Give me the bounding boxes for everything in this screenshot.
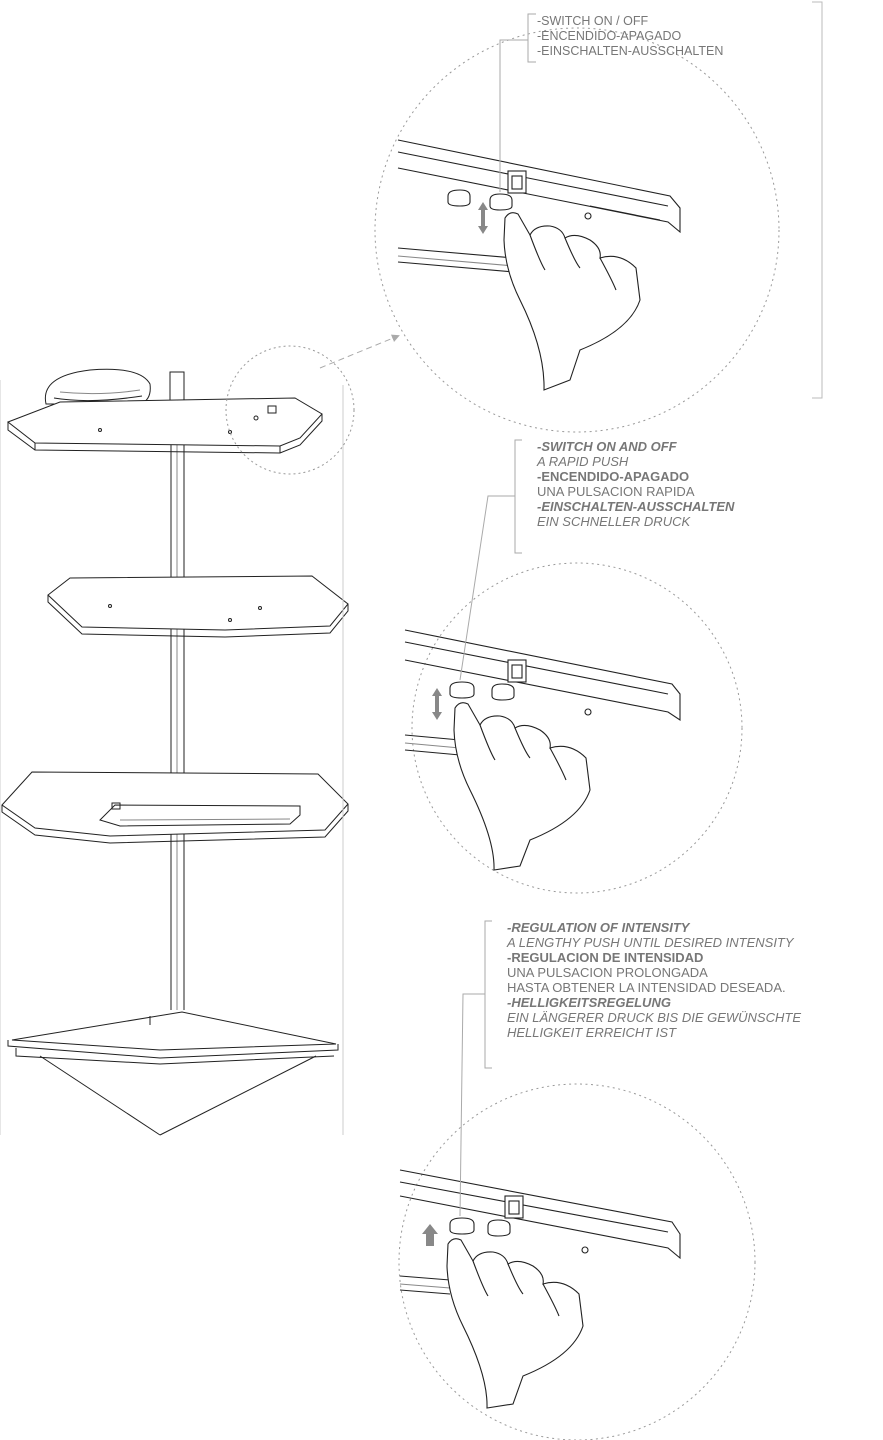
bracket-top: [812, 1, 823, 399]
detail-circle-2: [404, 562, 743, 894]
callout-middle-spanish-text: UNA PULSACION RAPIDA: [537, 484, 695, 499]
callout-bottom-spanish-text-1: UNA PULSACION PROLONGADA: [507, 965, 708, 980]
callout-middle-spanish-title: -ENCENDIDO-APAGADO: [537, 469, 690, 484]
shelf-third: [1, 771, 349, 844]
shelf-tower: [0, 368, 349, 1136]
callout-middle-german-text: EIN SCHNELLER DRUCK: [537, 514, 691, 529]
callout-bottom-german-title: -HELLIGKEITSREGELUNG: [507, 995, 671, 1010]
callout-middle-german-title: -EINSCHALTEN-AUSSCHALTEN: [537, 499, 735, 514]
callout-bottom-spanish-text-2: HASTA OBTENER LA INTENSIDAD DESEADA.: [507, 980, 786, 995]
callout-bottom: -REGULATION OF INTENSITY A LENGTHY PUSH …: [507, 920, 801, 1040]
lamp-dome: [44, 368, 151, 405]
callout-middle-english-text: A RAPID PUSH: [537, 454, 629, 469]
shelf-base: [7, 1011, 339, 1136]
push-arrow-1: [478, 202, 488, 234]
leader-lines: [459, 13, 536, 1217]
push-arrow-2: [432, 688, 442, 720]
callout-bottom-german-text-2: HELLIGKEIT ERREICHT IST: [507, 1025, 677, 1040]
detail-circle-1: [374, 27, 780, 433]
callout-top-line-1: -SWITCH ON / OFF: [537, 14, 649, 28]
callout-bottom-spanish-title: -REGULACION DE INTENSIDAD: [507, 950, 704, 965]
callout-middle-english-title: -SWITCH ON AND OFF: [537, 439, 677, 454]
push-arrow-3: [422, 1224, 438, 1246]
detail-circle-3: [398, 1083, 756, 1440]
callout-top: -SWITCH ON / OFF -ENCENDIDO-APAGADO -EIN…: [537, 14, 723, 59]
callout-top-line-2: -ENCENDIDO-APAGADO: [537, 29, 682, 43]
shelf-top: [6, 397, 323, 454]
callout-bottom-german-text-1: EIN LÄNGERER DRUCK BIS DIE GEWÜNSCHTE: [507, 1010, 801, 1025]
callout-top-line-3: -EINSCHALTEN-AUSSCHALTEN: [537, 44, 724, 58]
callout-bottom-english-title: -REGULATION OF INTENSITY: [507, 920, 690, 935]
detail-indicator: [225, 334, 400, 475]
shelf-second: [47, 575, 349, 638]
callout-bottom-english-text: A LENGTHY PUSH UNTIL DESIRED INTENSITY: [507, 935, 794, 950]
pole: [169, 371, 185, 1010]
callout-middle: -SWITCH ON AND OFF A RAPID PUSH -ENCENDI…: [537, 439, 734, 529]
